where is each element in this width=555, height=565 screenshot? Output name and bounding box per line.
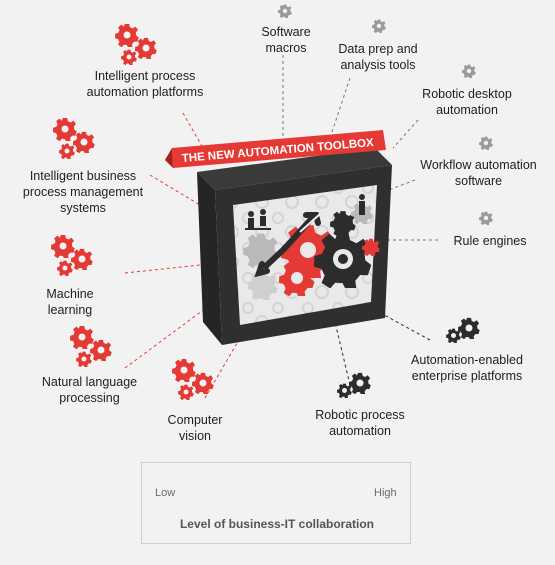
connectors (124, 55, 438, 399)
gear-cluster-rpa (337, 372, 371, 398)
label-cv: Computer vision (167, 413, 223, 443)
label-rda: Robotic desktop automation (422, 87, 512, 117)
gear-cluster-aep (446, 317, 480, 343)
gear-icon-wf (479, 136, 493, 150)
banner (172, 130, 386, 168)
label-ml: Machine learning (46, 287, 94, 317)
label-ipap: Intelligent process automation platforms (86, 69, 204, 99)
gear-icon-dp (372, 19, 386, 33)
toolbox-left-side (197, 172, 222, 345)
gear-icons-medium (337, 317, 480, 398)
gear-icons-low (278, 4, 493, 225)
connector-rda (392, 119, 419, 149)
label-re: Rule engines (453, 234, 527, 248)
connector-rpa (334, 321, 351, 386)
legend: Low High Level of business-IT collaborat… (141, 462, 411, 544)
connector-nlp (124, 304, 211, 369)
legend-title: Level of business-IT collaboration (179, 517, 375, 531)
gear-cluster-ibpms (53, 118, 95, 159)
label-nlp: Natural language processing (41, 375, 138, 405)
label-wf: Workflow automation software (420, 158, 537, 188)
toolbox-gears (243, 194, 380, 300)
wrench (254, 212, 321, 278)
gear-icon-re (479, 211, 493, 225)
gear-cluster-cv (172, 359, 214, 400)
gear-cluster-ipap (115, 24, 157, 65)
gear-cluster-ml (51, 235, 93, 276)
gear-cluster-nlp (70, 326, 112, 367)
gear-icon-sm (278, 4, 292, 18)
label-sm: Software macros (261, 25, 311, 55)
connector-ibpms (149, 174, 201, 206)
toolbox-top (197, 148, 392, 190)
label-ibpms: Intelligent business process management … (22, 169, 144, 215)
connector-ml (124, 264, 201, 274)
legend-low-label: Low (155, 487, 176, 499)
connector-dp (329, 77, 351, 139)
label-dp: Data prep and analysis tools (338, 42, 418, 72)
people-icons (245, 194, 365, 230)
label-rpa: Robotic process automation (315, 408, 405, 438)
gear-icons-high (51, 24, 214, 400)
connector-ipap (182, 112, 204, 149)
toolbox: THE NEW AUTOMATION TOOLBOX (165, 130, 392, 345)
connector-aep (374, 309, 431, 341)
label-aep: Automation-enabled enterprise platforms (411, 353, 523, 383)
legend-high-label: High (374, 487, 397, 499)
gear-icon-rda (462, 64, 476, 78)
